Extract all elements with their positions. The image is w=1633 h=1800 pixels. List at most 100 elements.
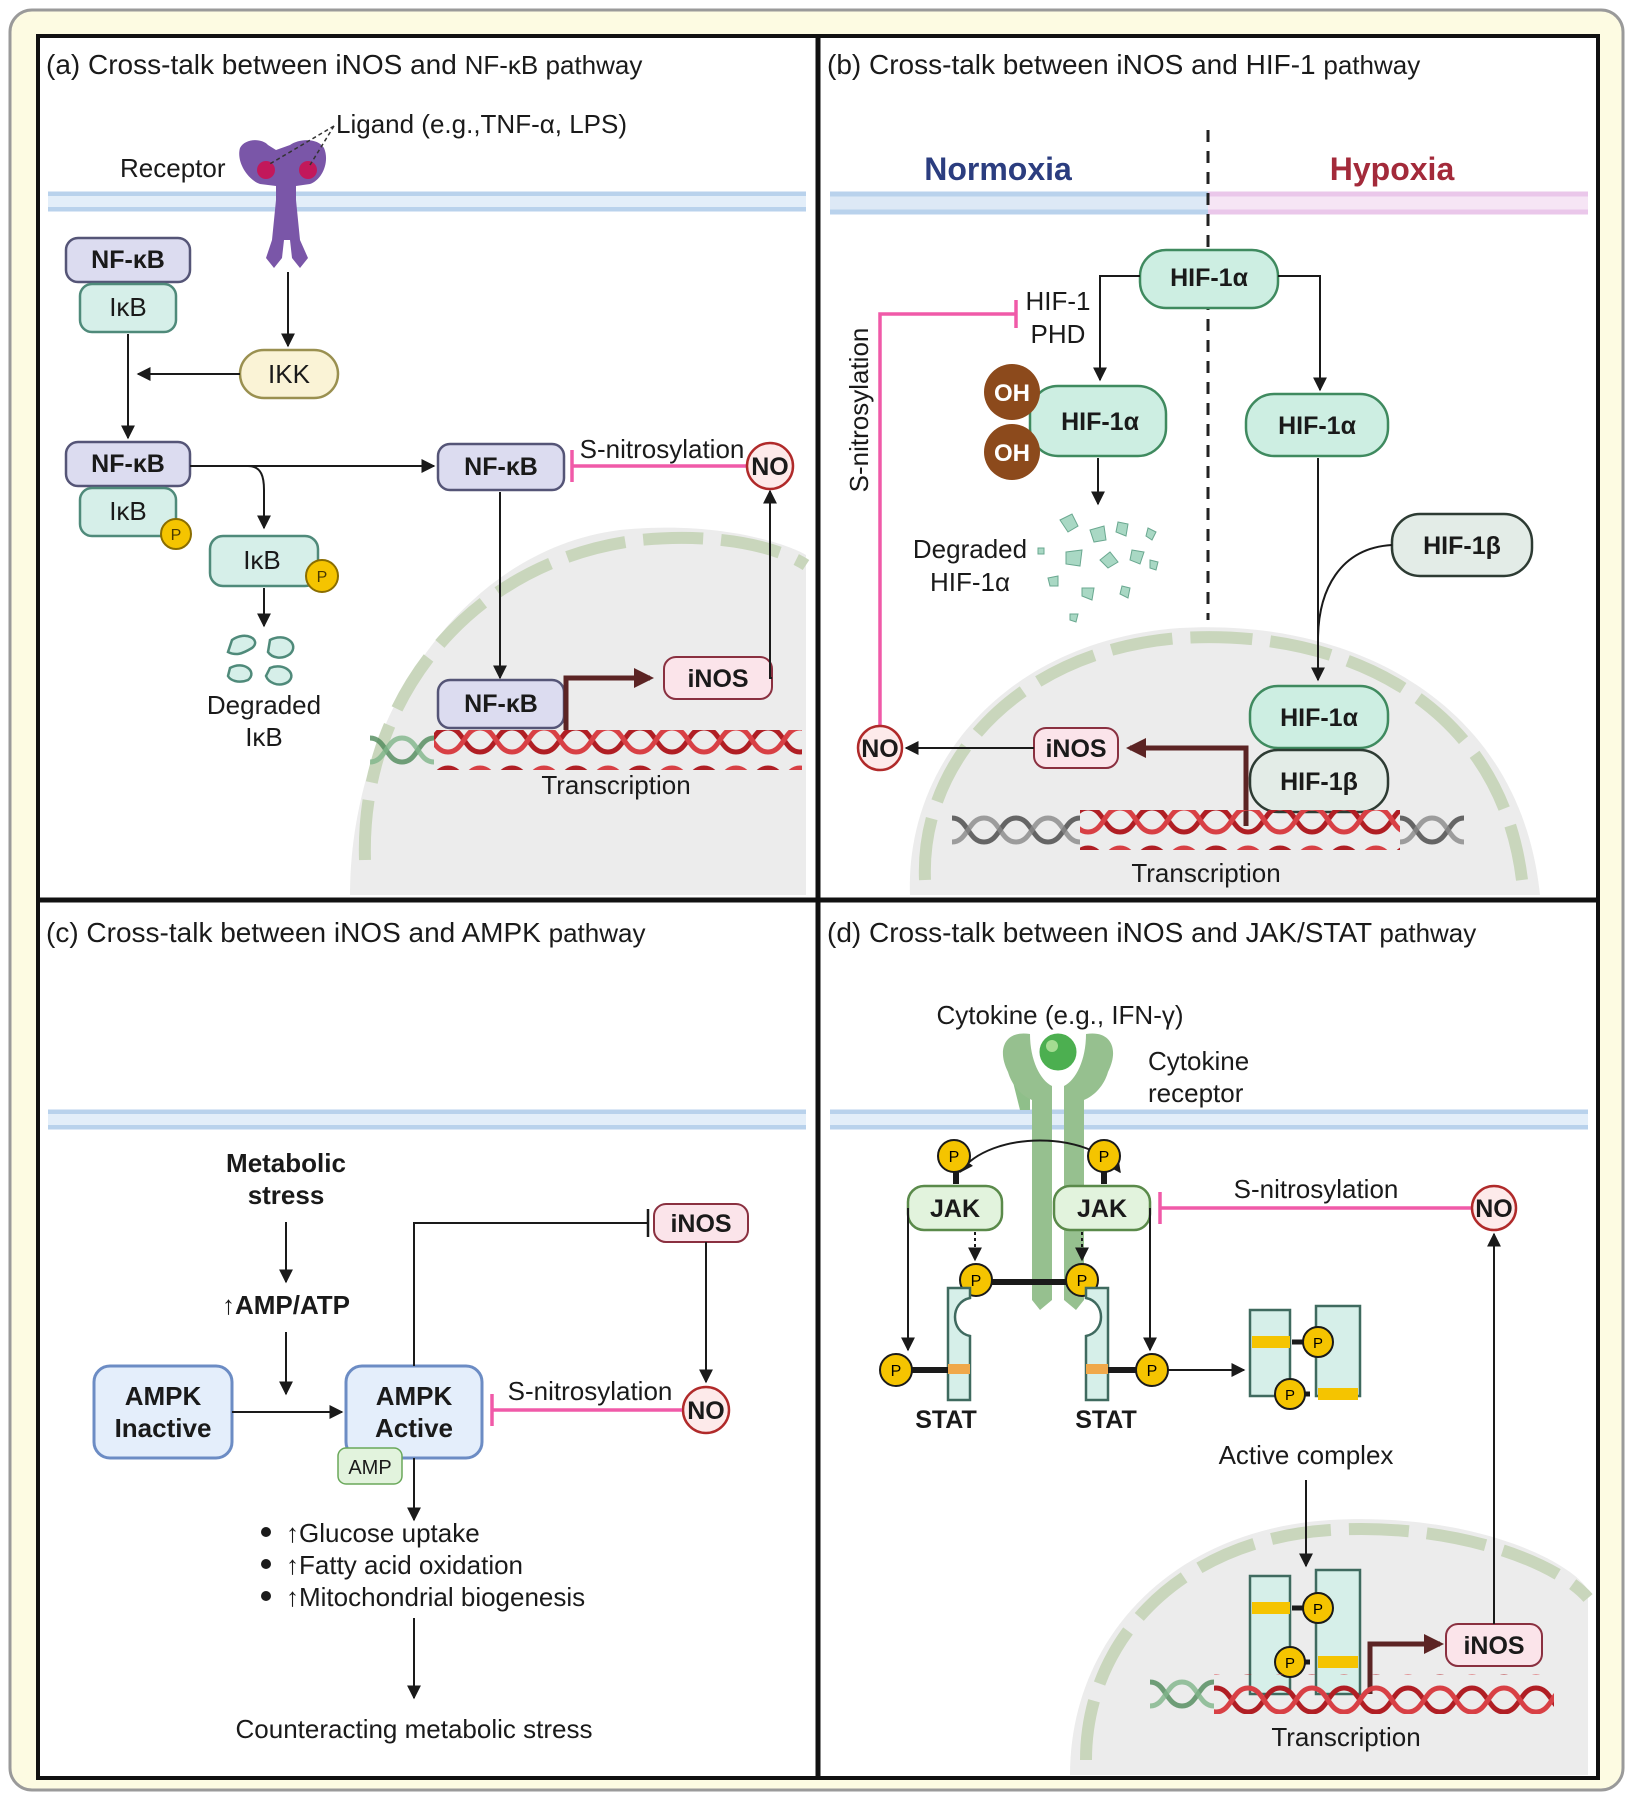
ampk-inactive-box bbox=[92, 1364, 234, 1460]
phospho-label: P bbox=[1313, 1335, 1323, 1352]
cytokine-receptor-label-2: receptor bbox=[1148, 1078, 1244, 1108]
panel-a: (a) Cross-talk between iNOS and NF-κB pa… bbox=[46, 49, 810, 895]
panel-c-title: (c) Cross-talk between iNOS and AMPK pat… bbox=[46, 917, 645, 948]
receptor-icon bbox=[239, 140, 327, 268]
s-nitrosylation-label-d: S-nitrosylation bbox=[1234, 1174, 1399, 1204]
ikb-box-1 bbox=[78, 282, 178, 334]
hif1a-box-dimer bbox=[1248, 684, 1390, 750]
nfkb-box-3 bbox=[436, 442, 566, 492]
phospho-label: P bbox=[971, 1273, 982, 1290]
degraded-ikb-label-1: Degraded bbox=[207, 690, 321, 720]
ampk-inactive-label-1: AMPK bbox=[125, 1381, 202, 1411]
normoxia-label: Normoxia bbox=[924, 151, 1072, 187]
oh-label-1: OH bbox=[994, 380, 1030, 407]
inos-label-a: iNOS bbox=[687, 665, 748, 693]
oh-label-2: OH bbox=[994, 440, 1030, 467]
phd-label-2: PHD bbox=[1031, 319, 1086, 349]
jak-label-right: JAK bbox=[1077, 1195, 1127, 1223]
no-label-d: NO bbox=[1475, 1195, 1513, 1223]
hydroxyl-group-2 bbox=[984, 424, 1040, 480]
ikk-label: IKK bbox=[268, 359, 311, 389]
ampk-active-box bbox=[344, 1364, 484, 1460]
ampk-inactive-label-2: Inactive bbox=[115, 1413, 212, 1443]
phospho-label: P bbox=[1313, 1601, 1323, 1618]
hif1a-label-top: HIF-1α bbox=[1170, 264, 1249, 292]
active-complex-icon bbox=[1248, 1304, 1362, 1410]
nfkb-label-1: NF-κB bbox=[91, 246, 165, 274]
panel-borders bbox=[36, 34, 1600, 1780]
ikb-label-2: IκB bbox=[109, 496, 147, 526]
effect-item: ↑Glucose uptake bbox=[286, 1518, 480, 1548]
degraded-hif1a-icon bbox=[1037, 513, 1159, 623]
ampk-effects-list: ↑Glucose uptake ↑Fatty acid oxidation ↑M… bbox=[261, 1518, 585, 1612]
nfkb-label-2: NF-κB bbox=[91, 450, 165, 478]
jak-label-left: JAK bbox=[930, 1195, 980, 1223]
cell-membrane-d bbox=[830, 1109, 1588, 1130]
amp-atp-label: ↑AMP/ATP bbox=[222, 1290, 350, 1320]
nuclear-envelope-d bbox=[1080, 1523, 1593, 1761]
hif1a-box-top bbox=[1138, 248, 1280, 310]
phospho-icon bbox=[305, 559, 339, 593]
effect-item: ↑Mitochondrial biogenesis bbox=[286, 1582, 585, 1612]
hif1a-label-dimer: HIF-1α bbox=[1280, 704, 1359, 732]
phospho-icon bbox=[1087, 1139, 1121, 1173]
cytokine-label: Cytokine (e.g., IFN-γ) bbox=[936, 1000, 1183, 1030]
nfkb-box-2 bbox=[64, 440, 192, 488]
inos-label-c: iNOS bbox=[670, 1210, 731, 1238]
inos-label-d: iNOS bbox=[1463, 1632, 1524, 1660]
phospho-label: P bbox=[1099, 1149, 1110, 1166]
cytokine-receptor-label-1: Cytokine bbox=[1148, 1046, 1249, 1076]
cytokine-receptor-icon bbox=[1002, 1030, 1114, 1310]
hypoxia-label: Hypoxia bbox=[1330, 151, 1455, 187]
nfkb-label-4: NF-κB bbox=[464, 690, 538, 718]
degraded-ikb-icon bbox=[226, 634, 295, 686]
ampk-active-label-1: AMPK bbox=[376, 1381, 453, 1411]
ikb-label-3: IκB bbox=[243, 545, 281, 575]
no-molecule-c bbox=[681, 1385, 731, 1435]
s-nitrosylation-label-c: S-nitrosylation bbox=[508, 1376, 673, 1406]
phospho-icon bbox=[160, 518, 192, 550]
transcription-label-a: Transcription bbox=[541, 770, 690, 800]
phospho-icon bbox=[937, 1139, 971, 1173]
inos-label-b: iNOS bbox=[1045, 735, 1106, 763]
hif1a-label-hydroxylated: HIF-1α bbox=[1061, 408, 1140, 436]
no-label-c: NO bbox=[687, 1397, 725, 1425]
dna-d bbox=[1149, 1674, 1554, 1714]
phospho-label: P bbox=[1147, 1363, 1158, 1380]
phospho-label: P bbox=[1285, 1387, 1295, 1404]
no-molecule-d bbox=[1470, 1184, 1518, 1232]
phospho-label: P bbox=[891, 1363, 902, 1380]
phospho-icon bbox=[879, 1353, 913, 1387]
no-molecule-b bbox=[856, 724, 904, 772]
nuclear-envelope-b bbox=[918, 631, 1528, 881]
hif1a-label-hypoxia: HIF-1α bbox=[1278, 412, 1357, 440]
panel-d-title: (d) Cross-talk between iNOS and JAK/STAT… bbox=[827, 917, 1476, 948]
inos-box-c bbox=[653, 1203, 749, 1243]
nfkb-box-1 bbox=[64, 236, 192, 284]
panel-b: (b) Cross-talk between iNOS and HIF-1 pa… bbox=[827, 49, 1588, 895]
no-label-a: NO bbox=[751, 453, 789, 481]
dna-a bbox=[369, 730, 802, 770]
panel-c: (c) Cross-talk between iNOS and AMPK pat… bbox=[46, 917, 806, 1744]
phospho-label: P bbox=[949, 1149, 960, 1166]
cell-membrane-b bbox=[830, 191, 1588, 215]
degraded-hif1a-label-2: HIF-1α bbox=[930, 567, 1010, 597]
cell-membrane-c bbox=[48, 1109, 806, 1130]
active-complex-label: Active complex bbox=[1219, 1440, 1394, 1470]
ikb-label-1: IκB bbox=[109, 292, 147, 322]
hif1a-box-hydroxylated bbox=[1028, 384, 1168, 458]
stat-label-left: STAT bbox=[915, 1406, 977, 1434]
phospho-label: P bbox=[317, 569, 328, 586]
nuclear-stat-complex-icon bbox=[1248, 1568, 1362, 1696]
metabolic-stress-label-1: Metabolic bbox=[226, 1148, 346, 1178]
nfkb-label-3: NF-κB bbox=[464, 453, 538, 481]
outcome-label: Counteracting metabolic stress bbox=[236, 1714, 593, 1744]
hif1b-label-free: HIF-1β bbox=[1423, 532, 1501, 560]
dna-b bbox=[951, 810, 1465, 850]
no-label-b: NO bbox=[861, 735, 899, 763]
metabolic-stress-label-2: stress bbox=[248, 1180, 325, 1210]
transcription-label-b: Transcription bbox=[1131, 858, 1280, 888]
transcription-label-d: Transcription bbox=[1271, 1722, 1420, 1752]
no-molecule-a bbox=[745, 441, 795, 491]
phd-label-1: HIF-1 bbox=[1026, 286, 1091, 316]
